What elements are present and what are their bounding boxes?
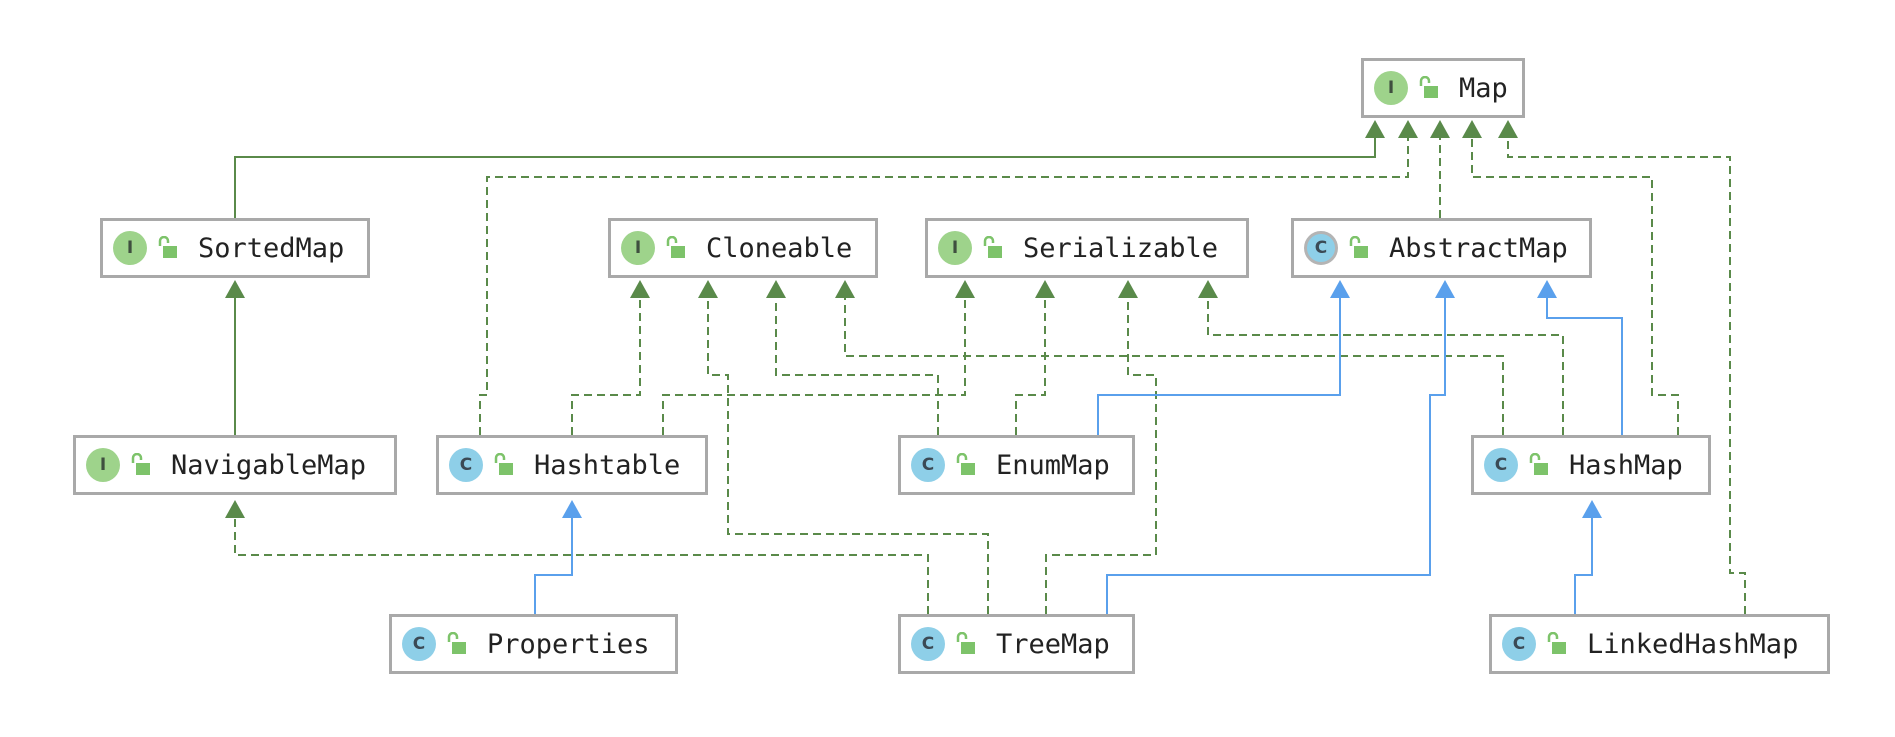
unlocked-padlock-icon <box>956 632 975 654</box>
node-label: AbstractMap <box>1389 232 1568 264</box>
class-icon: C <box>1502 627 1536 661</box>
edge-hashtable-map <box>479 135 1409 435</box>
arrowhead-map-5 <box>1498 120 1518 138</box>
interface-icon: I <box>938 231 972 265</box>
unlocked-padlock-icon <box>956 453 975 475</box>
class-icon: C <box>402 627 436 661</box>
edge-linkedhashmap-map <box>1507 135 1746 614</box>
unlocked-padlock-icon <box>1529 453 1548 475</box>
node-label: Serializable <box>1023 232 1219 264</box>
edge-hashmap-map <box>1471 135 1679 435</box>
node-label: HashMap <box>1569 449 1683 481</box>
edge-treemap-cloneable <box>707 295 989 614</box>
unlocked-padlock-icon <box>1547 632 1566 654</box>
arrowhead-cloneable-3 <box>766 280 786 298</box>
arrowhead-serializable-4 <box>1198 280 1218 298</box>
node-label: Map <box>1459 72 1508 104</box>
class-icon: C <box>449 448 483 482</box>
node-hashtable[interactable]: C Hashtable <box>436 435 708 495</box>
edge-enummap-serializable <box>1015 295 1046 435</box>
node-label: Hashtable <box>534 449 681 481</box>
edge-treemap-abstractmap <box>1106 295 1446 614</box>
interface-icon: I <box>86 448 120 482</box>
node-hashmap[interactable]: C HashMap <box>1471 435 1711 495</box>
arrowhead-cloneable-2 <box>698 280 718 298</box>
node-label: TreeMap <box>996 628 1110 660</box>
arrowhead-hashmap <box>1582 500 1602 518</box>
edge-hashmap-cloneable <box>844 295 1504 435</box>
node-sortedmap[interactable]: I SortedMap <box>100 218 370 278</box>
node-navigablemap[interactable]: I NavigableMap <box>73 435 397 495</box>
arrowhead-map-4 <box>1462 120 1482 138</box>
node-map[interactable]: I Map <box>1361 58 1525 118</box>
node-cloneable[interactable]: I Cloneable <box>608 218 878 278</box>
edge-hashmap-abstractmap <box>1546 295 1623 435</box>
node-label: EnumMap <box>996 449 1110 481</box>
node-abstractmap[interactable]: C AbstractMap <box>1291 218 1592 278</box>
node-label: Cloneable <box>706 232 853 264</box>
edge-properties-hashtable <box>534 515 573 614</box>
edge-enummap-cloneable <box>775 295 939 435</box>
edge-hashmap-serializable <box>1207 295 1564 435</box>
arrowhead-cloneable-1 <box>630 280 650 298</box>
node-linkedhashmap[interactable]: C LinkedHashMap <box>1489 614 1830 674</box>
abstract-class-icon: C <box>1304 231 1338 265</box>
class-icon: C <box>1484 448 1518 482</box>
node-enummap[interactable]: C EnumMap <box>898 435 1135 495</box>
class-icon: C <box>911 448 945 482</box>
unlocked-padlock-icon <box>494 453 513 475</box>
unlocked-padlock-icon <box>447 632 466 654</box>
node-treemap[interactable]: C TreeMap <box>898 614 1135 674</box>
node-label: Properties <box>487 628 650 660</box>
arrowhead-map-1 <box>1365 120 1385 138</box>
edge-hashtable-serializable <box>662 295 966 435</box>
arrowhead-abstractmap-3 <box>1537 280 1557 298</box>
arrowhead-sortedmap <box>225 280 245 298</box>
edge-sortedmap-map <box>234 135 1376 218</box>
arrowhead-serializable-2 <box>1035 280 1055 298</box>
node-properties[interactable]: C Properties <box>389 614 678 674</box>
arrowhead-map-2 <box>1398 120 1418 138</box>
unlocked-padlock-icon <box>983 236 1002 258</box>
unlocked-padlock-icon <box>131 453 150 475</box>
node-label: NavigableMap <box>171 449 367 481</box>
unlocked-padlock-icon <box>1349 236 1368 258</box>
unlocked-padlock-icon <box>158 236 177 258</box>
interface-icon: I <box>621 231 655 265</box>
arrowhead-serializable-1 <box>955 280 975 298</box>
node-label: LinkedHashMap <box>1587 628 1799 660</box>
edge-hashtable-cloneable <box>571 295 641 435</box>
arrowhead-serializable-3 <box>1118 280 1138 298</box>
arrowhead-map-3 <box>1430 120 1450 138</box>
arrowhead-hashtable <box>562 500 582 518</box>
class-icon: C <box>911 627 945 661</box>
arrowhead-navigablemap <box>225 500 245 518</box>
edge-enummap-abstractmap <box>1097 295 1341 435</box>
unlocked-padlock-icon <box>1419 76 1438 98</box>
node-serializable[interactable]: I Serializable <box>925 218 1249 278</box>
edge-treemap-navigablemap <box>234 515 929 614</box>
arrowhead-abstractmap-1 <box>1330 280 1350 298</box>
edge-linkedhashmap-hashmap <box>1574 515 1593 614</box>
interface-icon: I <box>113 231 147 265</box>
node-label: SortedMap <box>198 232 345 264</box>
unlocked-padlock-icon <box>666 236 685 258</box>
arrowhead-cloneable-4 <box>835 280 855 298</box>
arrowhead-abstractmap-2 <box>1435 280 1455 298</box>
interface-icon: I <box>1374 71 1408 105</box>
edge-treemap-serializable <box>1045 295 1157 614</box>
